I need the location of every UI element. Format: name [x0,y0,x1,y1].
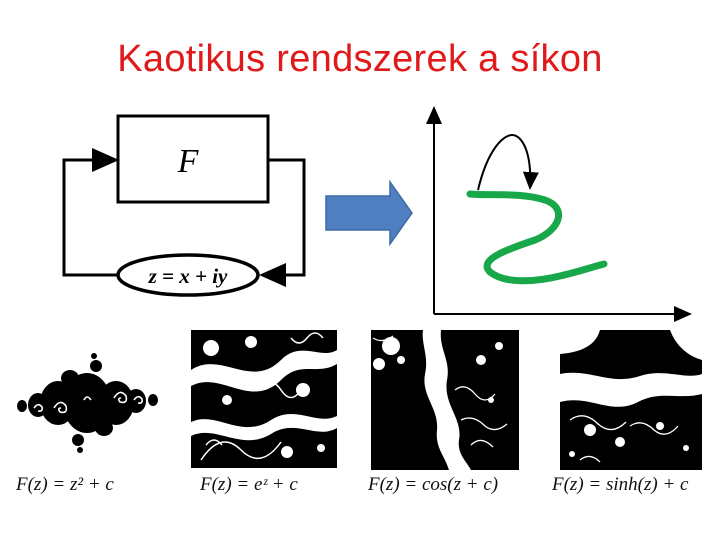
function-label: F [177,143,200,180]
function-box [116,114,270,204]
trajectory-curve [466,190,608,285]
fractal-cosine [371,330,519,470]
caption-cosine: F(z) = cos(z + c) [368,474,499,495]
feedback-input-arrow [62,148,119,277]
fractal-quadratic-julia [17,353,158,453]
variable-ellipse [116,253,260,297]
caption-quadratic: F(z) = z² + c [16,474,114,495]
fractal-exponential [191,330,337,468]
slide-title: Kaotikus rendszerek a síkon [117,38,603,80]
iteration-arrow [477,133,539,191]
variable-label: z = x + iy [148,264,228,288]
fractal-sinh [560,330,702,470]
caption-exponential: F(z) = eᶻ + c [200,474,298,495]
feedback-output-arrow [259,158,306,287]
caption-sinh: F(z) = sinh(z) + c [552,474,689,495]
transform-arrow-icon [325,179,413,247]
